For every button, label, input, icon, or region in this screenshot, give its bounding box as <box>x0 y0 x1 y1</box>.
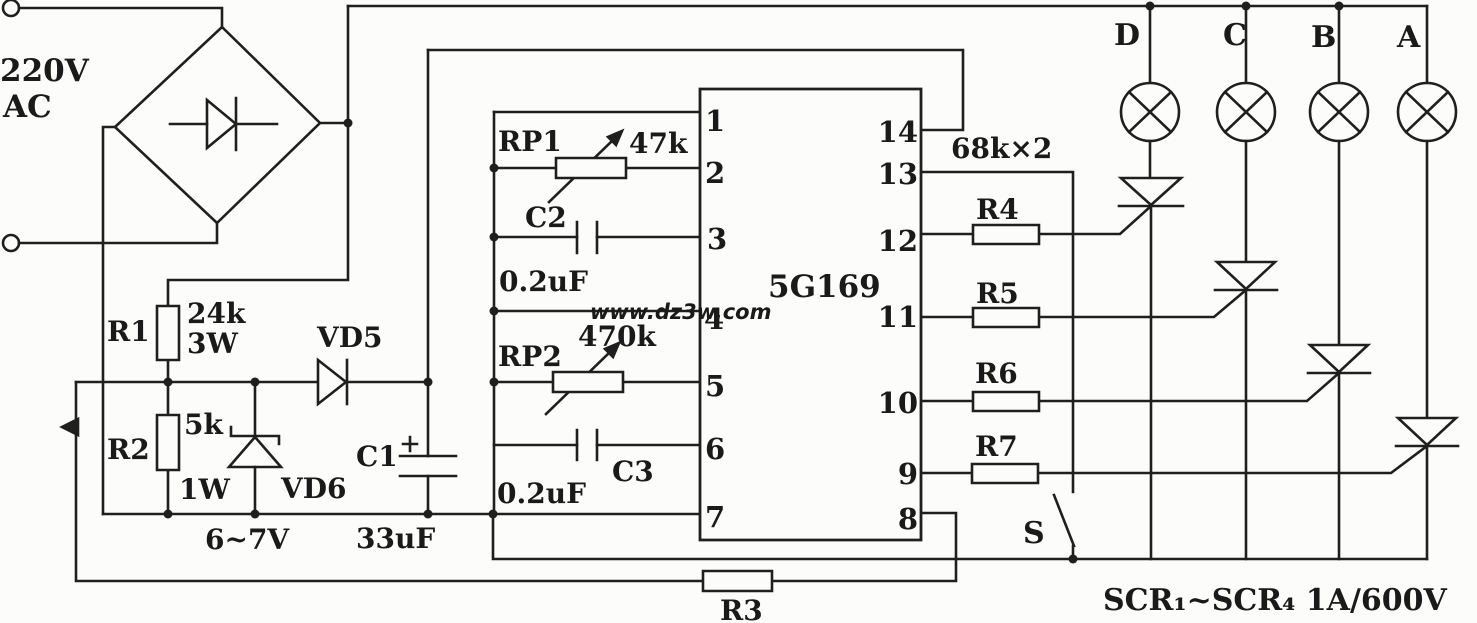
r5-body <box>973 308 1039 327</box>
vd5-diode-triangle <box>318 360 346 404</box>
ac-terminal-top <box>3 0 19 16</box>
rp2-value: 470k <box>578 320 656 353</box>
r4-body <box>973 225 1039 244</box>
lamp-column-a <box>1396 6 1458 559</box>
r5-label: R5 <box>976 277 1019 310</box>
r4-label: R4 <box>976 193 1019 226</box>
ic-pin-14: 14 <box>878 115 918 149</box>
wire-cathode-bus <box>493 514 1427 559</box>
rp2-body <box>553 372 623 392</box>
vd6-label: VD6 <box>280 472 347 505</box>
ic-pin-6: 6 <box>705 432 725 466</box>
bridge-diode-cathode <box>236 98 277 150</box>
ic-pin-12: 12 <box>878 224 918 258</box>
c1-plus-sign <box>403 437 417 451</box>
r3-body <box>703 571 772 591</box>
ic-body <box>700 89 921 540</box>
ic-pin-4: 4 <box>704 302 724 336</box>
c2-label: C2 <box>525 201 567 234</box>
wire-ac-bottom <box>19 223 217 243</box>
wire-pin13-68k <box>921 172 1073 492</box>
ic-pin-11: 11 <box>878 300 918 334</box>
lamp-column-c <box>1215 6 1277 559</box>
vd6-voltage-note: 6~7V <box>205 523 290 556</box>
bridge-diode-triangle <box>207 100 236 148</box>
lamp-column-d <box>1119 6 1183 559</box>
c3-plates <box>577 430 597 460</box>
scr4-icon <box>1398 418 1456 445</box>
ic-pin-9: 9 <box>898 457 918 491</box>
scr1-icon <box>1121 178 1181 205</box>
ac-terminal-bottom <box>3 235 19 251</box>
gate-resistors-note: 68k×2 <box>951 132 1052 165</box>
lamp-c-label: C <box>1223 18 1247 53</box>
feedback-arrow-icon <box>62 419 78 435</box>
bridge-rectifier <box>115 27 320 223</box>
c3-label: C3 <box>612 455 654 488</box>
lamp-column-b <box>1308 6 1370 559</box>
r1-power: 3W <box>187 327 238 360</box>
lamp-a-label: A <box>1396 20 1421 55</box>
rp2-label: RP2 <box>498 340 562 373</box>
vd5-label: VD5 <box>316 321 383 354</box>
switch-s-blade <box>1054 495 1074 559</box>
r7-label: R7 <box>975 430 1018 463</box>
c1-plates <box>400 456 456 476</box>
r6-body <box>973 392 1039 411</box>
r6-label: R6 <box>975 357 1018 390</box>
ic-pin-5: 5 <box>705 369 725 403</box>
ic-pin-13: 13 <box>878 157 918 191</box>
ic-pin-1: 1 <box>705 104 725 138</box>
rp1-value: 47k <box>629 127 688 160</box>
labels: 220V AC R1 24k 3W R2 5k 1W VD5 VD6 6~7V … <box>0 18 1448 623</box>
wire-bridge-negative <box>103 127 115 514</box>
ic-label: 5G169 <box>768 269 881 305</box>
c3-value: 0.2uF <box>497 477 586 510</box>
vd6-zener-triangle <box>229 437 281 467</box>
watermark: www.dz3w.com <box>590 300 772 324</box>
c2-value: 0.2uF <box>499 265 588 298</box>
wire-pin11-r5-gate <box>921 290 1246 317</box>
r1-value: 24k <box>187 297 246 330</box>
wire-pin10-r6-gate <box>921 373 1339 401</box>
ic-pin-7: 7 <box>705 500 725 534</box>
r7-body <box>972 464 1038 483</box>
c2-plates <box>577 222 597 253</box>
rp1-body <box>556 158 626 178</box>
lamp-d-label: D <box>1114 18 1140 53</box>
wire-r3-loop <box>76 382 956 581</box>
lamp-b-label: B <box>1311 20 1336 55</box>
scr-rating-note: SCR₁~SCR₄ 1A/600V <box>1103 583 1448 618</box>
source-type-label: AC <box>2 89 52 125</box>
r3-label: R3 <box>720 594 763 623</box>
r2-value: 5k <box>184 408 223 441</box>
wire-pin14-vcc <box>428 50 963 130</box>
wire-ac-top <box>19 8 222 27</box>
c1-value: 33uF <box>356 522 435 555</box>
wire-dc-positive <box>168 6 348 306</box>
junction-dots <box>163 1 1344 564</box>
wires <box>3 0 1458 591</box>
ic-pin-3: 3 <box>707 222 727 256</box>
r2-body <box>157 415 179 470</box>
ic-pin-8: 8 <box>898 502 918 536</box>
ic-pin-10: 10 <box>878 386 918 420</box>
ic-pin-2: 2 <box>705 156 725 190</box>
switch-s-label: S <box>1023 516 1045 551</box>
scr2-icon <box>1217 262 1275 289</box>
r1-body <box>157 306 179 360</box>
r2-power: 1W <box>179 473 230 506</box>
c1-label: C1 <box>356 440 398 473</box>
source-voltage-label: 220V <box>0 53 90 89</box>
r2-label: R2 <box>107 433 150 466</box>
rp1-label: RP1 <box>498 125 562 158</box>
scr3-icon <box>1310 345 1368 372</box>
rp2-arrowhead-icon <box>605 343 619 357</box>
r1-label: R1 <box>107 315 150 348</box>
wire-pin9-r7-gate <box>921 446 1427 473</box>
rp1-arrowhead-icon <box>608 131 622 145</box>
